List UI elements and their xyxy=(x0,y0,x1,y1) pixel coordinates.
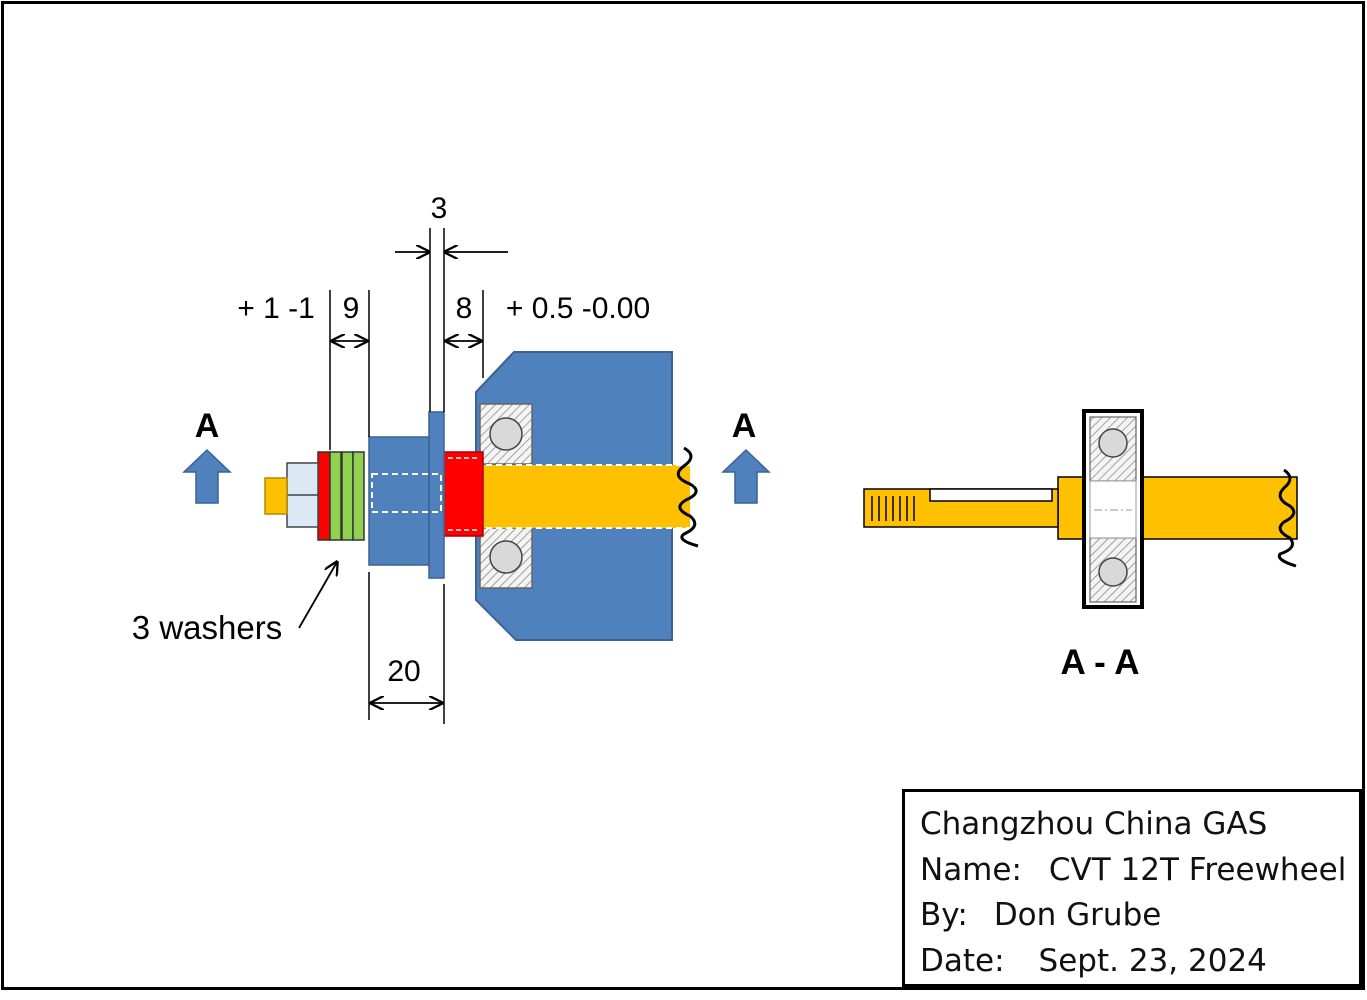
red-spacer xyxy=(442,451,484,537)
section-view: A - A xyxy=(863,409,1298,682)
title-date-row: Date: Sept. 23, 2024 xyxy=(920,939,1359,985)
section-label-left: A xyxy=(195,407,220,445)
section-shaft-splines xyxy=(871,496,915,521)
dim-3-label: 3 xyxy=(431,192,448,225)
dim-8-label: 8 xyxy=(456,292,473,325)
title-company: Changzhou China GAS xyxy=(920,806,1268,842)
date-label: Date: xyxy=(920,942,1005,979)
title-block: Changzhou China GAS Name: CVT 12T Freewhe… xyxy=(902,789,1362,987)
section-label-right: A xyxy=(732,407,757,445)
bearing-upper xyxy=(479,403,533,465)
dim-20-label: 20 xyxy=(387,655,420,688)
dim-9-label: 9 xyxy=(343,292,360,325)
washers-note: 3 washers xyxy=(132,609,282,646)
section-shaft-right xyxy=(1139,476,1298,540)
by-label: By: xyxy=(920,897,968,933)
section-shaft-break-line xyxy=(1277,468,1297,568)
shaft-break-line xyxy=(676,446,699,548)
dim-9-tolerance: + 1 -1 xyxy=(237,292,315,325)
section-shaft-slot xyxy=(929,488,1053,502)
shaft-threaded-end xyxy=(264,477,288,515)
section-arrow-left xyxy=(182,448,232,504)
name-label: Name: xyxy=(920,851,1022,888)
hub-bore xyxy=(371,473,442,513)
green-washer-2 xyxy=(341,451,354,541)
title-by-row: By: Don Grube xyxy=(920,893,1359,939)
green-washer-1 xyxy=(329,451,342,541)
shaft xyxy=(446,465,690,528)
by-value: Don Grube xyxy=(993,897,1162,933)
freewheel-hub xyxy=(368,436,430,566)
bearing-lower xyxy=(479,527,533,589)
dim-8-tolerance: + 0.5 -0.00 xyxy=(506,292,650,325)
section-ball-upper xyxy=(1098,428,1128,458)
section-arrow-right xyxy=(721,448,771,504)
red-washer xyxy=(317,451,331,541)
section-title: A - A xyxy=(1060,643,1139,682)
washers-leader xyxy=(298,562,337,629)
title-name-row: Name: CVT 12T Freewheel xyxy=(920,848,1359,894)
section-ball-lower xyxy=(1098,557,1128,587)
name-value: CVT 12T Freewheel xyxy=(1048,851,1347,888)
assembly-view: A A 3 + 1 -1 9 8 + 0.5 -0.00 20 3 washer… xyxy=(132,192,771,724)
green-washer-3 xyxy=(352,451,365,541)
date-value: Sept. 23, 2024 xyxy=(1038,942,1267,979)
